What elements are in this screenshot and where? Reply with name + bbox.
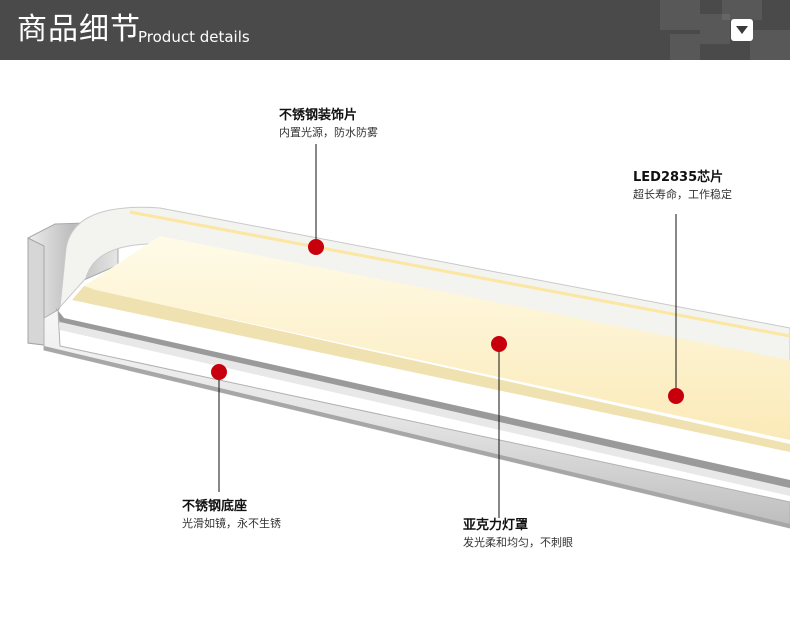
- dropdown-button[interactable]: [731, 19, 753, 41]
- marker-diffuser: [491, 336, 507, 352]
- acrylic-diffuser: [84, 236, 790, 440]
- callout-title: 亚克力灯罩: [463, 518, 529, 533]
- marker-trim: [308, 239, 324, 255]
- callout-desc: 光滑如镜，永不生锈: [182, 517, 281, 530]
- chevron-down-icon: [736, 26, 748, 34]
- callout-diffuser: 亚克力灯罩 发光柔和均匀，不刺眼: [463, 517, 573, 551]
- marker-base: [211, 364, 227, 380]
- header-title-cn: 商品细节: [17, 12, 141, 47]
- acrylic-frame: [59, 206, 790, 363]
- callout-base: 不锈钢底座 光滑如镜，永不生锈: [182, 498, 281, 532]
- callout-desc: 发光柔和均匀，不刺眼: [463, 536, 573, 549]
- lamp-illustration: [27, 144, 790, 529]
- callout-title: 不锈钢装饰片: [279, 108, 358, 123]
- callout-chip: LED2835芯片 超长寿命，工作稳定: [633, 169, 732, 203]
- decorative-squares: [660, 0, 790, 60]
- marker-chip: [668, 388, 684, 404]
- callout-desc: 超长寿命，工作稳定: [633, 188, 732, 201]
- callout-title: LED2835芯片: [633, 170, 724, 185]
- callout-trim: 不锈钢装饰片 内置光源，防水防雾: [279, 107, 378, 141]
- section-header: 商品细节 Product details: [0, 0, 790, 60]
- product-detail-image: [0, 60, 790, 619]
- callout-desc: 内置光源，防水防雾: [279, 126, 378, 139]
- header-title-en: Product details: [138, 28, 250, 46]
- callout-title: 不锈钢底座: [182, 499, 248, 514]
